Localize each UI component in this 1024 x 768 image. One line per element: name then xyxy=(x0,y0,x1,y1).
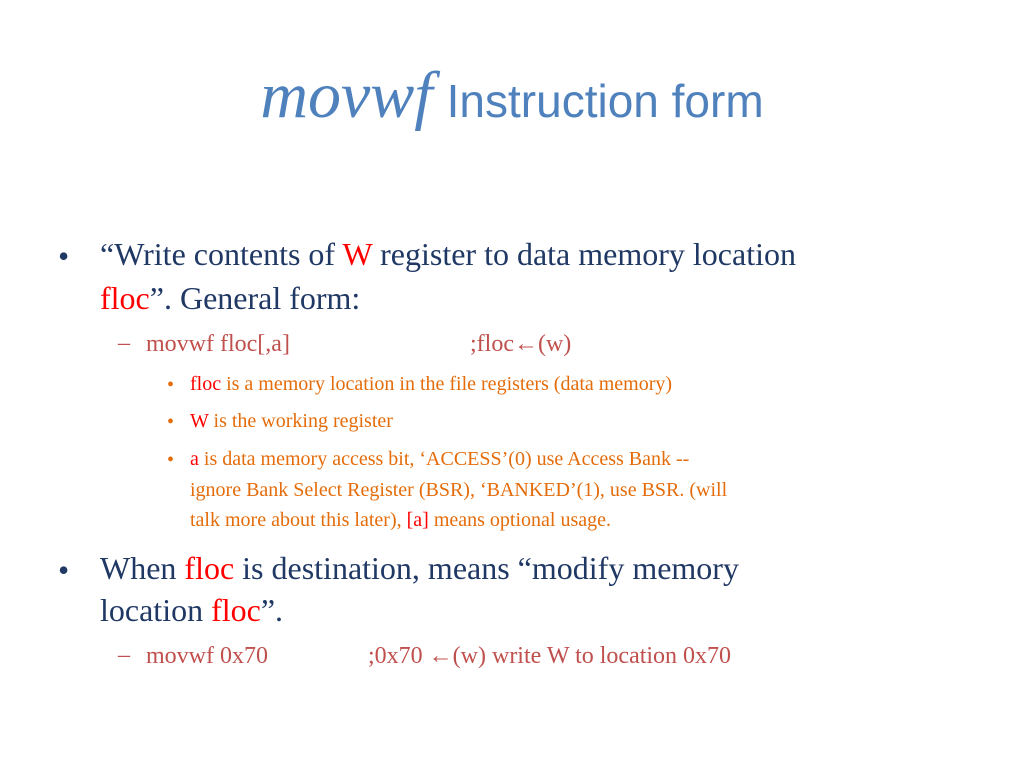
item-text: is data memory access bit, ‘ACCESS’(0) u… xyxy=(198,448,690,470)
sub1-item-floc: floc is a memory location in the file re… xyxy=(190,373,672,396)
sub1-line: movwf floc[,a] ;floc←(w) xyxy=(146,331,571,358)
bullet-marker: • xyxy=(58,238,70,274)
item-text: means optional usage. xyxy=(428,509,611,531)
bullet1-text: “Write contents of xyxy=(100,236,343,272)
sub2-comment: ;0x70 ←(w) write W to location 0x70 xyxy=(368,643,732,669)
item-text: is the working register xyxy=(208,410,393,432)
item-text: is a memory location in the file registe… xyxy=(221,373,673,395)
dash-marker: – xyxy=(118,642,130,668)
bullet2-line1: When floc is destination, means “modify … xyxy=(100,550,739,587)
bullet2-text: When xyxy=(100,550,185,586)
highlight-floc: floc xyxy=(211,592,261,628)
highlight-floc: floc xyxy=(184,550,235,586)
dash-marker: – xyxy=(118,330,130,356)
bullet2-text: location xyxy=(100,592,212,628)
highlight-floc: floc xyxy=(100,280,150,316)
highlight-w: W xyxy=(190,410,209,432)
highlight-floc: floc xyxy=(190,373,222,395)
title-text: Instruction form xyxy=(446,75,764,127)
bullet2-text: is destination, means “modify memory xyxy=(234,550,739,586)
sub2-line: movwf 0x70 ;0x70 ←(w) write W to location… xyxy=(146,643,731,670)
sub1-comment: ;floc←(w) xyxy=(470,331,572,357)
title-code: movwf xyxy=(260,59,433,132)
sub1-code: movwf floc[,a] xyxy=(146,331,290,357)
bullet1-line2: floc”. General form: xyxy=(100,280,360,317)
bullet-marker: • xyxy=(58,552,70,588)
item-text: talk more about this later), xyxy=(190,509,407,531)
sub1-item-a-line3: talk more about this later), [a] means o… xyxy=(190,509,611,532)
sub1-item-a-line2: ignore Bank Select Register (BSR), ‘BANK… xyxy=(190,479,727,502)
bullet1-text: register to data memory location xyxy=(372,236,796,272)
bullet-marker: • xyxy=(167,449,175,471)
bullet2-line2: location floc”. xyxy=(100,592,283,629)
highlight-w: W xyxy=(342,236,373,272)
highlight-a-optional: [a] xyxy=(406,509,429,531)
bullet2-text: ”. xyxy=(260,592,284,628)
sub2-code: movwf 0x70 xyxy=(146,643,268,669)
sub1-item-a-line1: a is data memory access bit, ‘ACCESS’(0)… xyxy=(190,448,689,471)
bullet-marker: • xyxy=(167,374,175,396)
bullet1-text: ”. General form: xyxy=(149,280,361,316)
item-text: ignore Bank Select Register (BSR), ‘BANK… xyxy=(190,479,728,501)
bullet-marker: • xyxy=(167,411,175,433)
bullet1-line1: “Write contents of W register to data me… xyxy=(100,236,796,273)
highlight-a: a xyxy=(190,448,199,470)
sub1-item-w: W is the working register xyxy=(190,410,393,433)
